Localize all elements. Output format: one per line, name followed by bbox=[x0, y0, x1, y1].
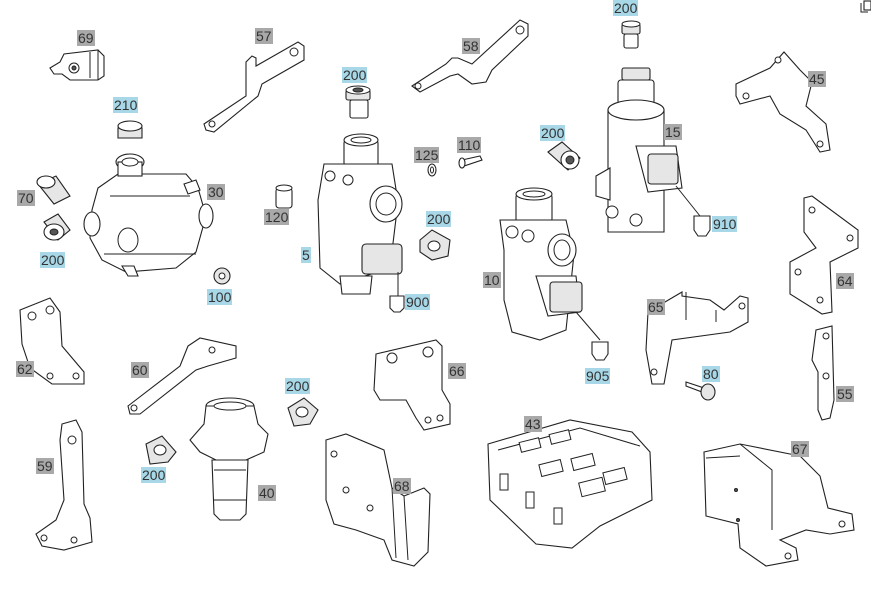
callout-200: 200 bbox=[141, 467, 167, 483]
part-65-bracket bbox=[645, 291, 749, 385]
callout-80: 80 bbox=[702, 366, 720, 382]
callout-125: 125 bbox=[414, 147, 440, 163]
part-70-fitting bbox=[36, 175, 71, 205]
callout-200: 200 bbox=[540, 125, 566, 141]
part-58-bracket bbox=[411, 19, 529, 93]
callout-67: 67 bbox=[791, 441, 809, 457]
callout-900: 900 bbox=[405, 294, 431, 310]
part-110-bolt bbox=[458, 155, 483, 169]
callout-200: 200 bbox=[342, 67, 368, 83]
callout-10: 10 bbox=[483, 272, 501, 288]
callout-58: 58 bbox=[462, 38, 480, 54]
callout-905: 905 bbox=[585, 368, 611, 384]
part-60-bracket bbox=[127, 337, 237, 415]
callout-60: 60 bbox=[131, 362, 149, 378]
callout-910: 910 bbox=[712, 216, 738, 232]
callout-200: 200 bbox=[426, 211, 452, 227]
part-200-fitting-center bbox=[345, 85, 371, 119]
part-910-connector bbox=[693, 215, 711, 237]
part-67-cover bbox=[703, 443, 855, 567]
callout-59: 59 bbox=[36, 458, 54, 474]
callout-200: 200 bbox=[285, 378, 311, 394]
callout-100: 100 bbox=[207, 289, 233, 305]
callout-55: 55 bbox=[836, 386, 854, 402]
part-905-connector bbox=[591, 341, 609, 361]
callout-30: 30 bbox=[207, 184, 225, 200]
callout-45: 45 bbox=[808, 71, 826, 87]
part-64-bracket bbox=[789, 195, 859, 315]
callout-64: 64 bbox=[836, 273, 854, 289]
part-200-fitting-top-right bbox=[621, 20, 641, 49]
part-80-bolt bbox=[685, 381, 716, 401]
callout-62: 62 bbox=[16, 361, 34, 377]
part-45-bracket bbox=[735, 51, 831, 153]
part-200-fitting-mid-right bbox=[419, 229, 451, 261]
callout-70: 70 bbox=[17, 190, 35, 206]
part-100-nut bbox=[213, 267, 231, 285]
part-125-washer bbox=[427, 163, 437, 177]
copy-icon[interactable] bbox=[860, 0, 871, 13]
part-210-plug bbox=[117, 120, 143, 139]
callout-200: 200 bbox=[613, 0, 639, 16]
part-66-bracket bbox=[373, 339, 451, 431]
callout-5: 5 bbox=[301, 247, 311, 263]
callout-40: 40 bbox=[258, 485, 276, 501]
part-200-fitting-lower-center bbox=[287, 397, 319, 427]
part-69-bracket bbox=[49, 49, 105, 81]
part-55-bracket bbox=[811, 325, 835, 421]
callout-68: 68 bbox=[393, 478, 411, 494]
part-59-bracket bbox=[35, 419, 93, 551]
callout-69: 69 bbox=[77, 30, 95, 46]
callout-210: 210 bbox=[113, 97, 139, 113]
callout-43: 43 bbox=[524, 416, 542, 432]
part-43-plate bbox=[487, 419, 653, 549]
callout-110: 110 bbox=[457, 137, 482, 153]
part-200-fitting-upper-mid bbox=[547, 141, 581, 171]
part-900-connector bbox=[389, 295, 405, 313]
part-200-fitting-left bbox=[43, 213, 71, 241]
callout-57: 57 bbox=[255, 28, 273, 44]
callout-200: 200 bbox=[40, 252, 66, 268]
callout-65: 65 bbox=[647, 299, 665, 315]
callout-120: 120 bbox=[264, 209, 290, 225]
part-40-filter-valve bbox=[189, 397, 269, 521]
part-30-valve-body bbox=[83, 153, 214, 277]
callout-15: 15 bbox=[664, 124, 682, 140]
part-68-bracket bbox=[325, 433, 431, 567]
part-62-bracket bbox=[19, 297, 85, 385]
callout-66: 66 bbox=[448, 363, 466, 379]
part-5-valve bbox=[317, 133, 403, 296]
part-200-fitting-lower-left bbox=[145, 435, 177, 465]
part-10-valve bbox=[499, 187, 601, 341]
part-57-bracket bbox=[203, 41, 305, 133]
part-15-valve bbox=[595, 67, 701, 233]
part-120-spacer bbox=[275, 184, 293, 209]
